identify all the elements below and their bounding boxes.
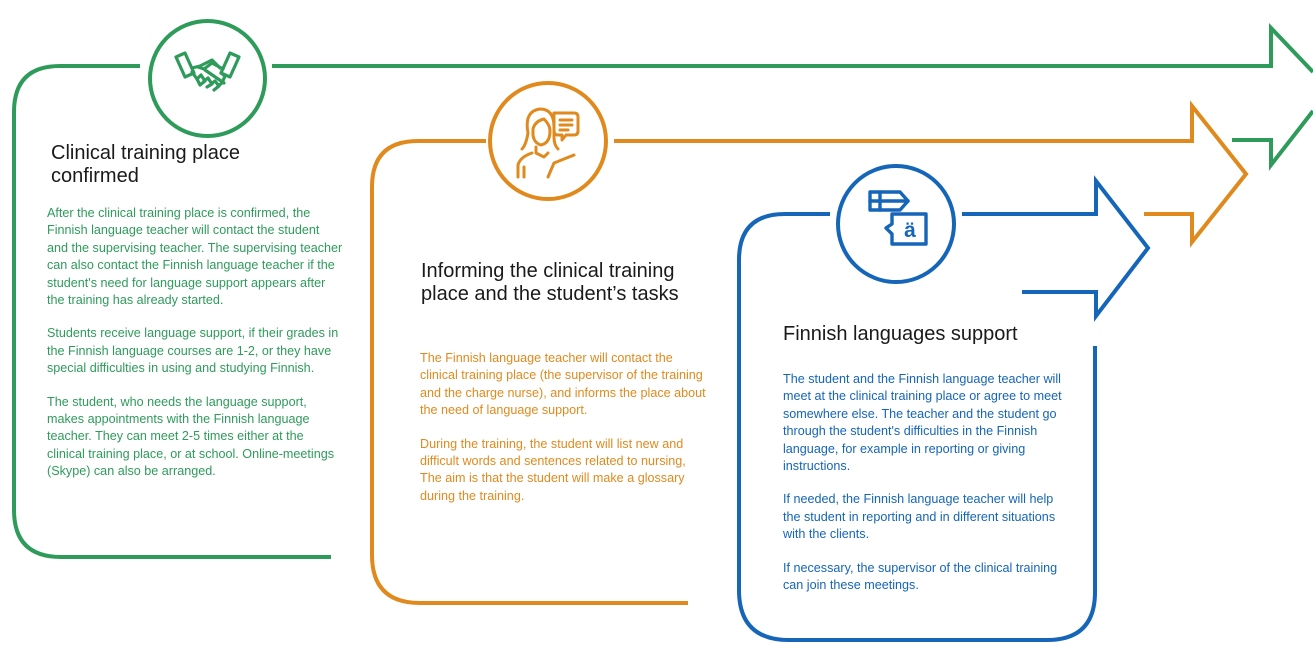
step-2-title: Informing the clinical training place an… [421,260,679,305]
step-1-paragraph-3: The student, who needs the language supp… [47,394,334,479]
speaking-person-icon-circle [488,81,608,201]
handshake-icon-circle [148,19,267,138]
step-3-description: The student and the Finnish language tea… [783,371,1063,610]
finnish-language-icon-letter: ä [904,219,916,242]
step-1-title: Clinical training place confirmed [51,142,240,187]
orange-step-frame [370,139,688,605]
green-flow-arrow-return [1232,109,1313,171]
step-1-paragraph-1: After the clinical training place is con… [47,206,343,308]
orange-flow-arrow [614,100,1249,248]
blue-flow-arrow [962,175,1151,322]
step-3-paragraph-1: The student and the Finnish language tea… [783,372,1062,474]
step-2-paragraph-2: During the training, the student will li… [420,436,686,503]
finnish-language-icon-circle: ä [836,164,956,284]
step-2-paragraph-1: The Finnish language teacher will contac… [420,351,706,418]
step-3-title: Finnish languages support [783,323,1018,345]
step-1-paragraph-2: Students receive language support, if th… [47,326,339,376]
blue-step-frame [737,212,1097,642]
speaking-person-icon [516,107,580,179]
step-1-description: After the clinical training place is con… [47,205,343,497]
step-3-paragraph-2: If needed, the Finnish language teacher … [783,492,1056,542]
green-flow-arrow [272,23,1313,74]
handshake-icon [174,51,241,92]
green-step-frame [12,64,331,559]
step-2-description: The Finnish language teacher will contac… [420,350,710,521]
finnish-language-icon: ä [868,190,928,246]
step-3-paragraph-3: If necessary, the supervisor of the clin… [783,560,1058,593]
